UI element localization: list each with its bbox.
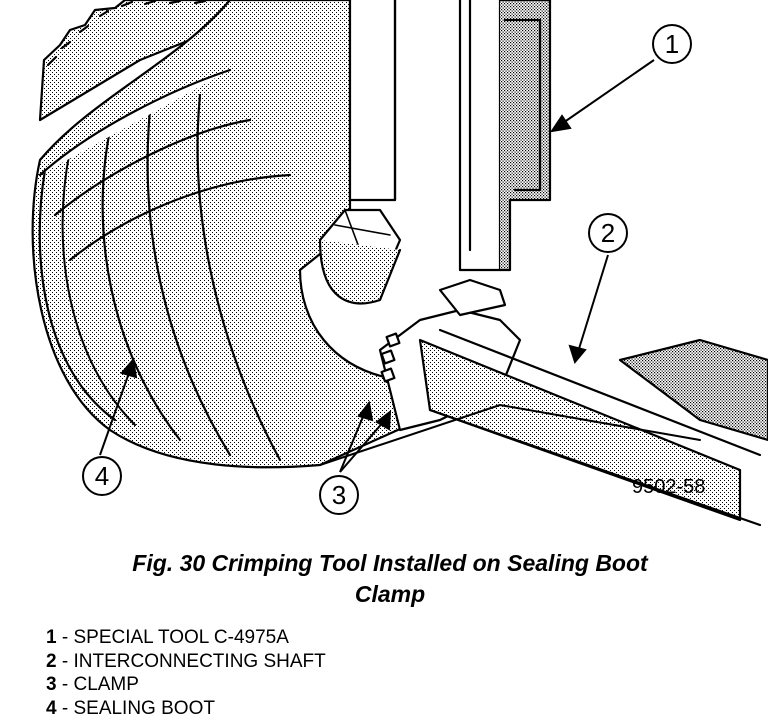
legend: 1 - SPECIAL TOOL C-4975A 2 - INTERCONNEC…	[46, 626, 326, 720]
legend-item: 1 - SPECIAL TOOL C-4975A	[46, 627, 289, 648]
callout-2: 2	[588, 213, 628, 253]
caption-line-2: Clamp	[354, 581, 426, 607]
callout-1: 1	[652, 24, 692, 64]
tool-back-plate	[498, 0, 552, 272]
legend-item: 3 - CLAMP	[46, 674, 139, 695]
tool-jaw-left	[348, 0, 397, 202]
shaft-end	[618, 338, 768, 442]
callout-4: 4	[82, 456, 122, 496]
caption-line-1: Fig. 30 Crimping Tool Installed on Seali…	[132, 550, 648, 576]
crimping-tool-illustration: 1 2 3 4	[31, 0, 768, 527]
legend-item: 4 - SEALING BOOT	[46, 697, 215, 719]
svg-text:1: 1	[665, 29, 679, 59]
svg-text:3: 3	[332, 480, 346, 510]
interconnecting-shaft	[418, 338, 742, 522]
spline-teeth	[38, 0, 232, 122]
svg-text:4: 4	[95, 461, 109, 491]
legend-item: 2 - INTERCONNECTING SHAFT	[46, 650, 326, 672]
callout-3: 3	[319, 475, 359, 515]
tool-jaw-right	[458, 0, 502, 272]
figure-code: 9502-58	[632, 476, 706, 498]
figure-caption: Fig. 30 Crimping Tool Installed on Seali…	[40, 548, 740, 610]
svg-text:2: 2	[601, 218, 615, 248]
